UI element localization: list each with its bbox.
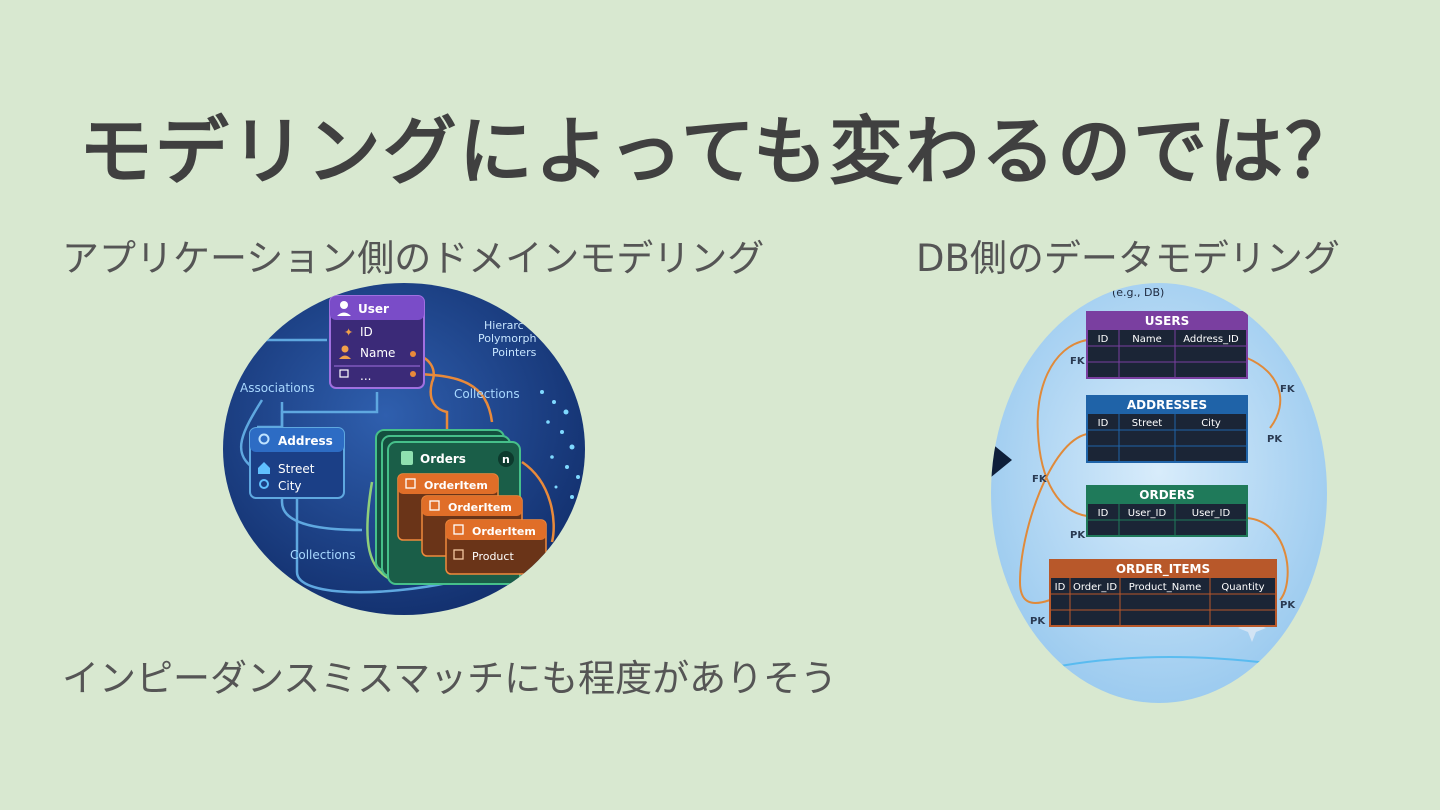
location-pin-icon xyxy=(258,433,270,445)
pk-label-order-items-left: PK xyxy=(1030,616,1046,627)
user-field-more: ... xyxy=(360,369,371,383)
column-header: Quantity xyxy=(1221,582,1264,593)
table-name: ORDER_ITEMS xyxy=(1116,562,1210,577)
collections-label-bottom: Collections xyxy=(290,548,356,562)
relational-model-illustration: FK FK PK FK PK PK PK ys (e.g., DB) USERS… xyxy=(991,283,1327,703)
table-name: ADDRESSES xyxy=(1127,398,1207,412)
package-icon xyxy=(429,500,440,511)
table-name: ORDERS xyxy=(1139,488,1194,502)
copy-icon xyxy=(339,369,349,378)
order-item-title-3: OrderItem xyxy=(472,525,536,538)
app-domain-modeling-heading: アプリケーション側のドメインモデリング xyxy=(62,237,765,280)
inheritance-label: ance xyxy=(242,323,269,336)
side-fragment-label: ys xyxy=(992,366,1003,377)
column-header: Address_ID xyxy=(1183,334,1239,345)
column-header: User_ID xyxy=(1128,508,1167,519)
orders-title: Orders xyxy=(420,452,466,466)
user-icon xyxy=(340,301,348,309)
product-label: Product xyxy=(472,550,514,563)
product-icon xyxy=(453,549,464,560)
domain-model-illustration: ance Associations Collections Collection… xyxy=(223,283,585,615)
column-header: Street xyxy=(1132,418,1162,429)
column-header: ID xyxy=(1098,508,1109,519)
column-header: Name xyxy=(1132,334,1162,345)
fk-connector-orders xyxy=(1018,433,1088,604)
orders-multiplicity-badge: n xyxy=(502,453,510,466)
column-header: ID xyxy=(1098,334,1109,345)
db-data-modeling-heading: DB側のデータモデリング xyxy=(916,237,1340,280)
collections-label-top: Collections xyxy=(454,387,520,401)
fk-connector-addresses xyxy=(1246,357,1282,429)
table-name: USERS xyxy=(1145,314,1189,328)
db-table-order-items: ORDER_ITEMS ID Order_ID Product_Name Quantit… xyxy=(1049,559,1277,627)
column-header: City xyxy=(1201,418,1221,429)
table-header xyxy=(1087,396,1247,414)
user-class-box: User ✦ ID Name ... xyxy=(329,295,425,389)
hierarchy-label-3: Pointers xyxy=(492,346,537,359)
fk-connector-users xyxy=(1036,339,1088,517)
table-header xyxy=(1087,312,1247,330)
pk-label-addresses: PK xyxy=(1267,434,1283,445)
db-table-addresses: ADDRESSES ID Street City xyxy=(1086,395,1248,463)
fk-label-orders: FK xyxy=(1032,474,1048,485)
home-icon xyxy=(258,462,270,474)
pk-label-order-items-right: PK xyxy=(1280,600,1296,611)
column-header: ID xyxy=(1098,418,1109,429)
package-icon xyxy=(453,524,464,535)
db-table-users: USERS ID Name Address_ID xyxy=(1086,311,1248,379)
column-header: User_ID xyxy=(1192,508,1231,519)
database-icon xyxy=(401,451,413,465)
address-field-street: Street xyxy=(278,462,315,476)
fk-label-users: FK xyxy=(1070,356,1086,367)
person-icon xyxy=(341,345,349,353)
associations-label: Associations xyxy=(240,381,315,395)
slide-title: モデリングによっても変わるのでは？ xyxy=(78,109,1362,195)
city-pin-icon xyxy=(259,479,269,489)
user-title: User xyxy=(358,302,389,316)
table-header xyxy=(1087,486,1247,504)
fk-connector-order-items xyxy=(1246,517,1289,601)
address-class-box: Address Street City xyxy=(249,427,345,499)
db-caption: (e.g., DB) xyxy=(1112,286,1164,299)
column-header: Order_ID xyxy=(1073,582,1117,593)
address-title: Address xyxy=(278,434,333,448)
user-field-name: Name xyxy=(360,346,395,360)
column-header: ID xyxy=(1055,582,1066,593)
hierarchy-label-2: Polymorph xyxy=(478,332,536,345)
table-header xyxy=(1050,560,1276,578)
user-field-id: ID xyxy=(360,325,373,339)
fk-label-addresses: FK xyxy=(1280,384,1296,395)
pk-label-orders: PK xyxy=(1070,530,1086,541)
db-table-orders: ORDERS ID User_ID User_ID xyxy=(1086,485,1248,537)
address-field-city: City xyxy=(278,479,302,493)
order-item-title-2: OrderItem xyxy=(448,501,512,514)
sparkle-icon xyxy=(1238,614,1266,642)
column-header: Product_Name xyxy=(1129,582,1201,593)
package-icon xyxy=(405,478,416,489)
impedance-mismatch-note: インピーダンスミスマッチにも程度がありそう xyxy=(62,657,838,700)
id-icon: ✦ xyxy=(344,326,353,339)
order-item-box-3: OrderItem Product xyxy=(445,519,547,575)
hierarchy-label-1: Hierarc xyxy=(484,319,524,332)
order-item-title-1: OrderItem xyxy=(424,479,488,492)
